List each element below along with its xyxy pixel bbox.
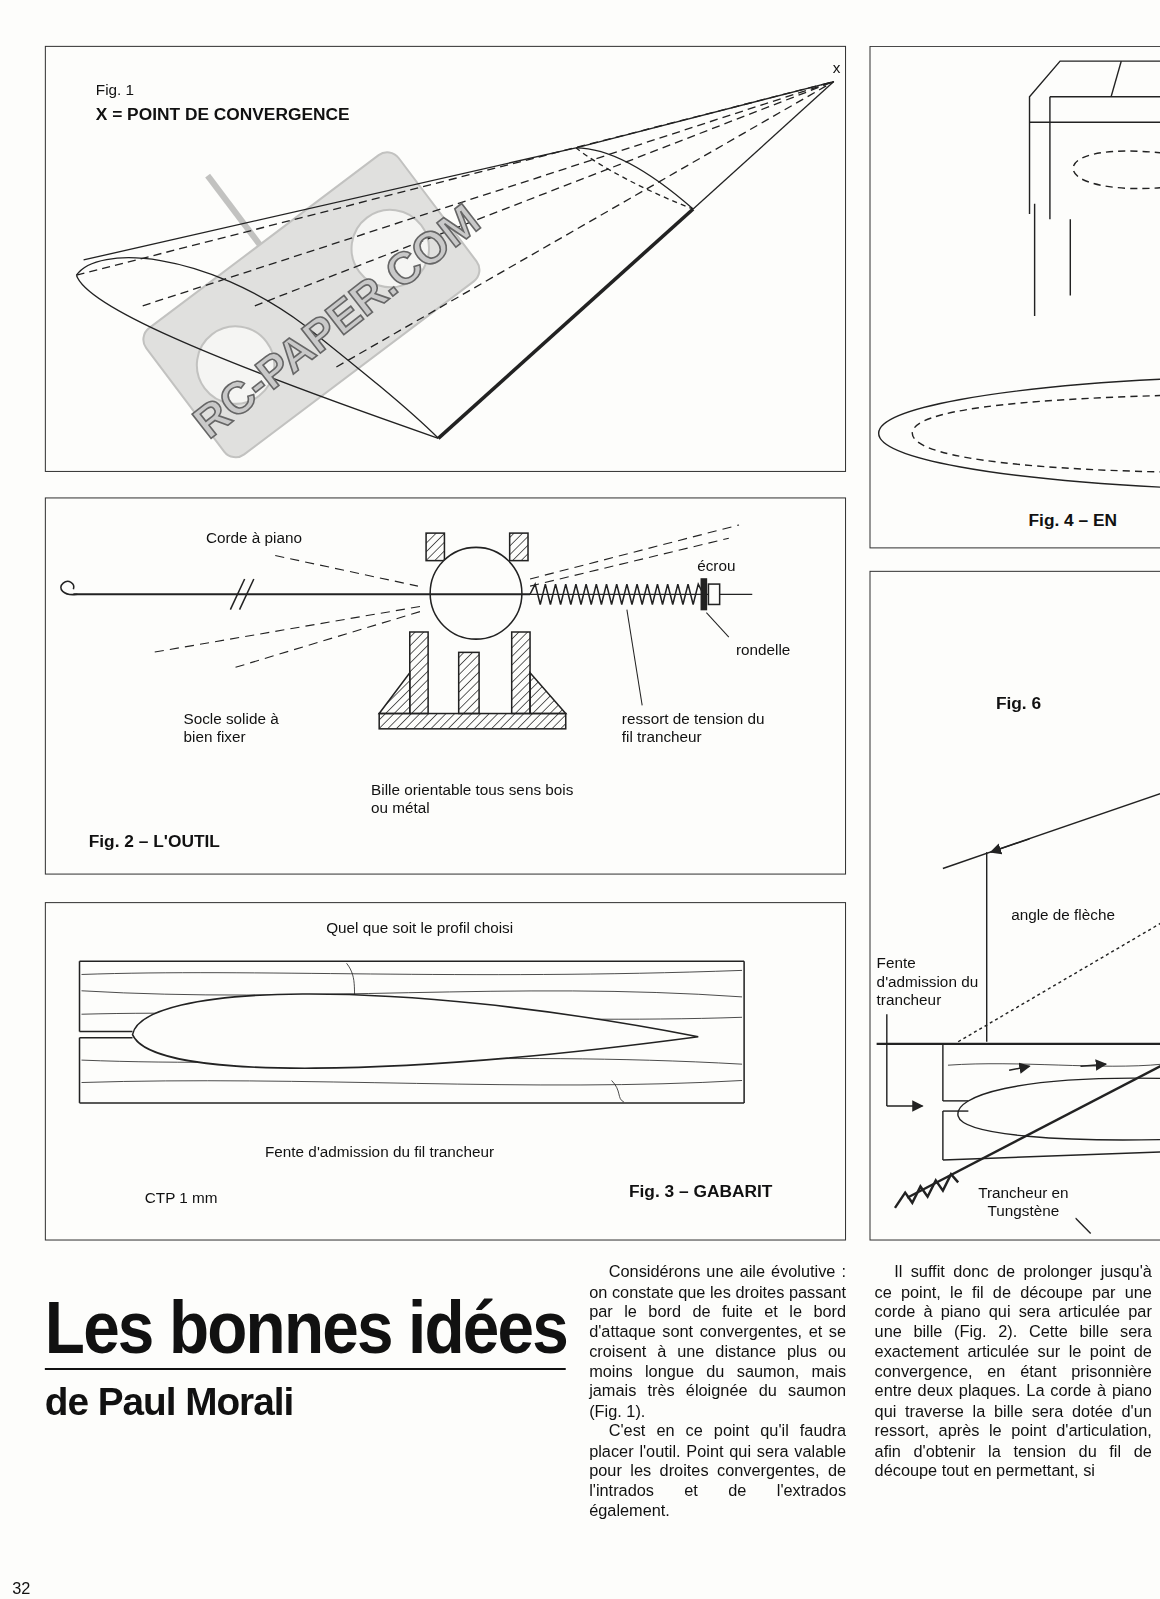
title-rule	[45, 1368, 566, 1370]
cutting-drawing	[877, 793, 1160, 1233]
part-label: Fente d'admission du trancheur	[876, 954, 980, 1009]
part-label: Fente d'admission du fil trancheur	[264, 1143, 495, 1161]
figure-panel: Quel que soit le profil choisiFente d'ad…	[45, 902, 846, 1240]
title-text: Les bonnes idées	[45, 1290, 567, 1363]
part-label: x	[832, 59, 842, 77]
byline: de Paul Morali	[45, 1382, 293, 1421]
body-text: C'est en ce point qu'il faudra placer l'…	[589, 1421, 846, 1520]
figure-caption: X = POINT DE CONVERGENCE	[95, 105, 351, 126]
frame-drawing	[879, 61, 1160, 487]
part-label: Quel que soit le profil choisi	[325, 918, 514, 936]
article-title: Les bonnes idées	[45, 1290, 628, 1363]
part-label: Socle solide à bien fixer	[182, 709, 286, 746]
part-label: Bille orientable tous sens bois ou métal	[370, 781, 581, 818]
byline-text: de Paul Morali	[45, 1382, 293, 1421]
figure-caption: Fig. 6	[995, 694, 1042, 715]
figure-panel: Corde à piano écrou rondelleSocle solide à…	[45, 497, 846, 874]
part-label: Trancheur en Tungstène	[971, 1183, 1075, 1220]
part-label: rondelle	[735, 641, 791, 659]
page-number: 32	[12, 1580, 30, 1598]
figure-caption: Fig. 2 – L'OUTIL	[88, 832, 221, 853]
part-label: Corde à piano	[205, 529, 303, 547]
figure-panel: Fig. 6 angle de flècheFente d'admission d…	[869, 571, 1160, 1241]
figure-caption: Fig. 4 – EN	[1027, 511, 1118, 532]
body-text: Il suffit donc de prolonger jusqu'à ce p…	[875, 1262, 1152, 1481]
part-label: ressort de tension du fil trancheur	[621, 709, 776, 746]
template-drawing	[80, 961, 745, 1103]
body-text: Considérons une aile évolutive : on cons…	[589, 1262, 846, 1421]
part-label: CTP 1 mm	[144, 1189, 219, 1207]
figure-panel: Fig. 4 – EN	[869, 46, 1160, 549]
part-label: Fig. 1	[95, 81, 135, 99]
figure-caption: Fig. 3 – GABARIT	[628, 1181, 773, 1202]
tool-drawing	[61, 525, 752, 729]
part-label: angle de flèche	[1010, 906, 1116, 924]
part-label: écrou	[696, 557, 736, 575]
